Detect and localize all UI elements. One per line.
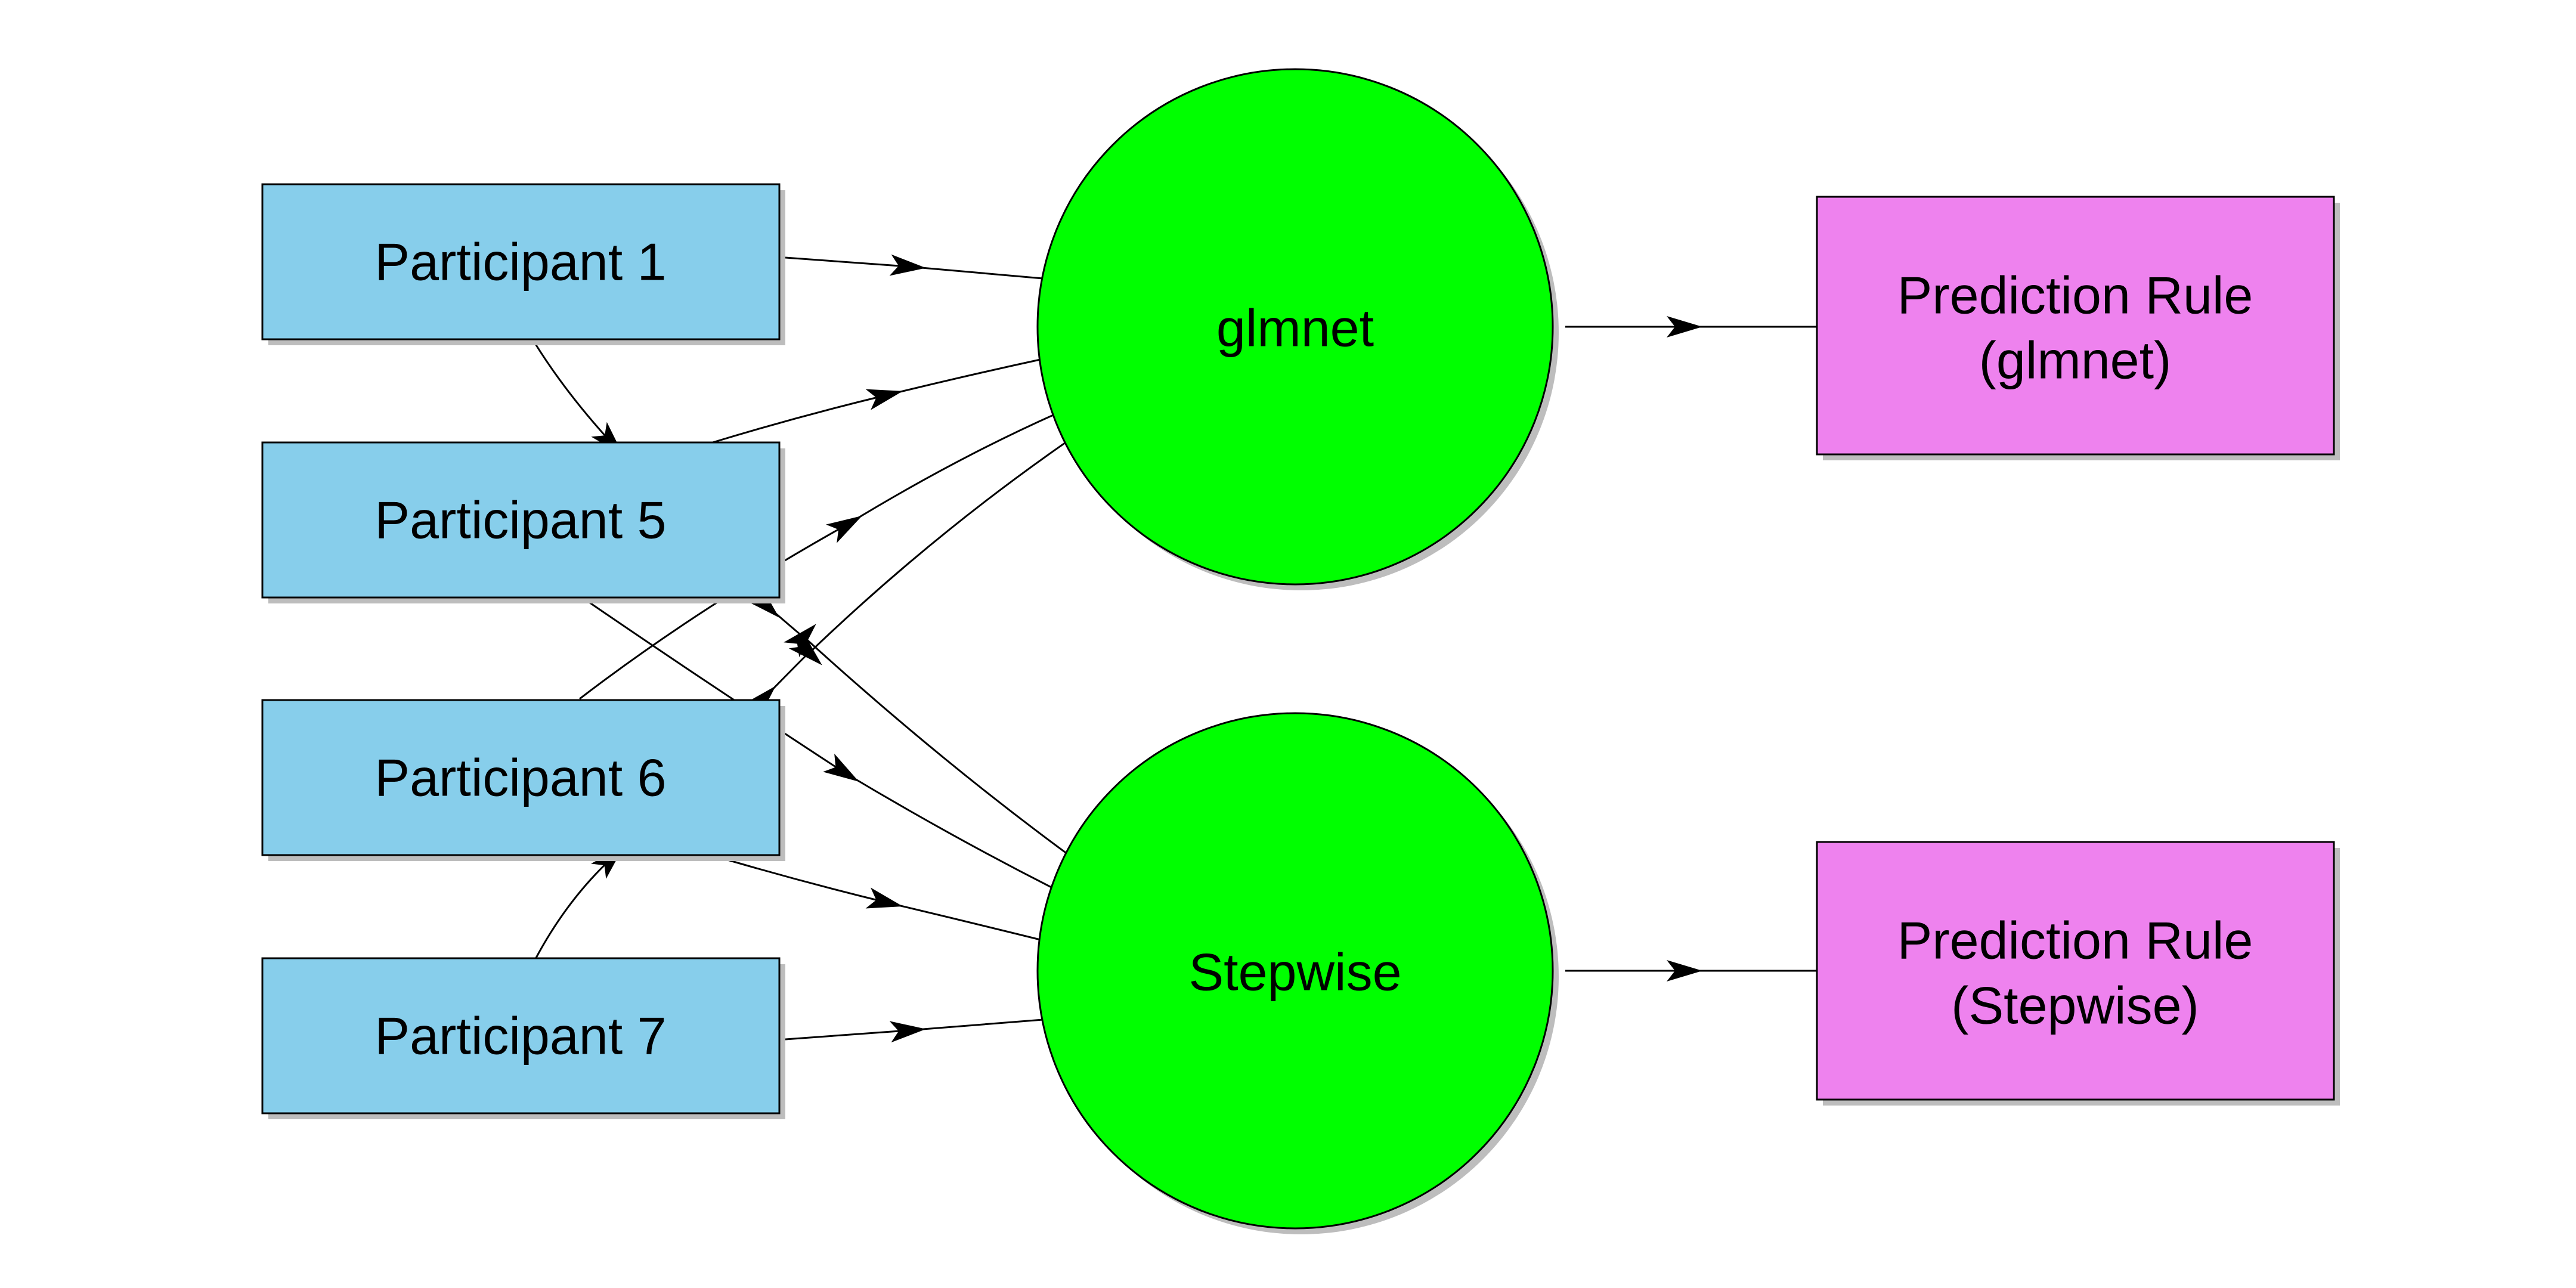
participant-box xyxy=(261,183,781,340)
participant-node-1: Participant 1 xyxy=(261,183,785,345)
participant-label: Participant 1 xyxy=(374,233,666,292)
rule-label-line2: (glmnet) xyxy=(1979,331,2172,390)
edge-participant1-glmnet xyxy=(785,254,1044,280)
rule-label-line2: (Stepwise) xyxy=(1951,976,2199,1035)
method-circle xyxy=(1036,68,1554,586)
method-label: glmnet xyxy=(1216,299,1374,358)
participant-label: Participant 6 xyxy=(374,748,666,807)
method-circle xyxy=(1036,712,1554,1230)
edge-participant6-stepwise xyxy=(727,859,1044,942)
rule-node-glmnet: Prediction Rule (glmnet) xyxy=(1816,196,2340,460)
participant-node-7: Participant 7 xyxy=(261,957,785,1119)
method-node-stepwise: Stepwise xyxy=(1036,712,1559,1234)
method-label: Stepwise xyxy=(1188,943,1401,1002)
participant-label: Participant 7 xyxy=(374,1007,666,1066)
participant-label: Participant 5 xyxy=(374,491,666,550)
rule-box xyxy=(1816,196,2335,456)
edge-participant5-glmnet xyxy=(712,358,1044,444)
rule-label-line1: Prediction Rule xyxy=(1897,266,2253,325)
rule-label-line1: Prediction Rule xyxy=(1897,911,2253,970)
edge-participant7-stepwise xyxy=(785,1018,1044,1043)
participant-node-5: Participant 5 xyxy=(261,441,785,603)
edge-participant1-stepwise xyxy=(534,343,1068,855)
participant-node-6: Participant 6 xyxy=(261,699,785,861)
rule-node-stepwise: Prediction Rule (Stepwise) xyxy=(1816,841,2340,1106)
participant-box xyxy=(261,957,781,1114)
participant-box xyxy=(261,699,781,856)
rule-box xyxy=(1816,841,2335,1101)
method-node-glmnet: glmnet xyxy=(1036,68,1559,590)
edge-participant5-stepwise xyxy=(587,600,1054,890)
participant-box xyxy=(261,441,781,599)
